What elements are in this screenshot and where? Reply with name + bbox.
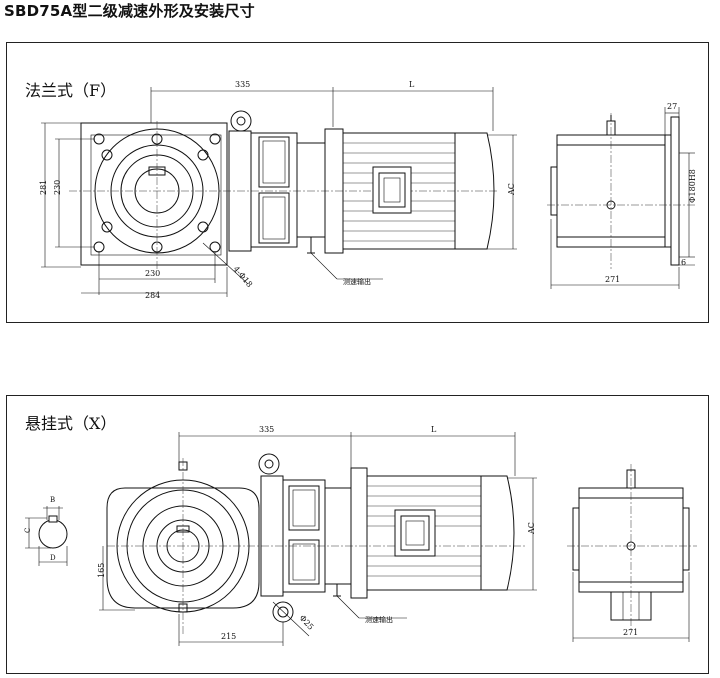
flange-drawing: 335 L 281 230 230 284 4-Φ18 AC 27 Φ180H8… [39,80,697,300]
hanging-motor [350,467,515,599]
flange-dim-ac: AC [507,183,516,196]
hanging-keyway-detail [25,506,68,566]
hanging-dim-335: 335 [259,425,274,434]
hanging-dimensions [99,432,690,646]
flange-panel: 法兰式（F） [6,42,709,323]
hanging-dim-ac: AC [527,522,536,535]
hanging-side-view [567,464,697,632]
flange-dimension-labels: 335 L 281 230 230 284 4-Φ18 AC 27 Φ180H8… [39,80,697,300]
flange-side-view [547,113,697,269]
flange-dim-281: 281 [39,180,48,195]
hanging-section-title: 悬挂式（X） [25,414,117,433]
flange-speed-output-label: 测速输出 [343,277,371,286]
flange-dimensions [41,87,695,297]
hanging-dimension-labels: 335 L B C D 165 215 Φ25 AC 271 测速输出 [24,425,638,641]
flange-dim-335: 335 [235,80,250,89]
hanging-dim-215: 215 [221,632,236,641]
flange-dim-L: L [409,80,415,89]
flange-motor [324,128,495,254]
flange-dim-271: 271 [605,275,620,284]
hanging-lifting-eye [258,453,280,475]
flange-dim-230-vertical: 230 [53,180,62,195]
flange-intermediate-housing [228,130,326,254]
hanging-dim-271: 271 [623,628,638,637]
hanging-dim-25: Φ25 [298,613,316,631]
flange-dim-27: 27 [667,102,677,111]
hanging-dim-D: D [50,554,56,562]
hanging-speed-output-label: 测速输出 [365,615,393,624]
hanging-panel: 悬挂式（X） [6,395,709,674]
flange-dim-180h8: Φ180H8 [688,169,697,203]
hanging-gearbox-front-view [106,458,527,634]
flange-dim-holes: 4-Φ18 [231,265,254,290]
page-title: SBD75A型二级减速外形及安装尺寸 [4,2,255,20]
hanging-dim-C: C [24,528,32,533]
flange-section-title: 法兰式（F） [25,81,117,100]
flange-dim-230-horizontal: 230 [145,269,160,278]
flange-dim-284: 284 [145,291,160,300]
hanging-dim-L: L [431,425,437,434]
hanging-dim-B: B [50,496,55,504]
hanging-dim-165: 165 [97,563,106,578]
flange-dim-6: 6 [681,258,686,267]
hanging-intermediate-housing [260,475,352,597]
hanging-drawing: 335 L B C D 165 215 Φ25 AC 271 测速输出 [24,425,697,646]
flange-lifting-eye [230,110,252,132]
